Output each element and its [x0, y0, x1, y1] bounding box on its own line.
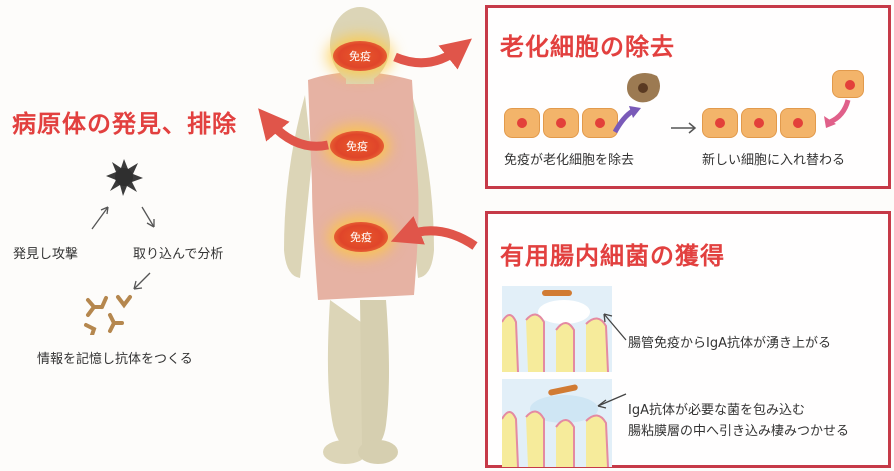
memory-antibody-label: 情報を記憶し抗体をつくる — [37, 348, 193, 367]
remove-senescent-caption: 免疫が老化細胞を除去 — [504, 149, 634, 168]
cell — [504, 108, 540, 138]
gut-bacteria-panel: 有用腸内細菌の獲得 腸管免疫からIgA抗体が湧き上がる IgA抗体が必要な菌を包… — [485, 211, 891, 468]
discover-attack-label: 発見し攻撃 — [13, 243, 78, 262]
replace-cells-caption: 新しい細胞に入れ替わる — [702, 149, 845, 168]
new-cell — [832, 70, 864, 98]
germ-icon — [106, 159, 143, 196]
iga-rise-caption: 腸管免疫からIgA抗体が湧き上がる — [628, 332, 831, 351]
cell — [702, 108, 738, 138]
arrow-to-senescent — [395, 48, 460, 63]
iga-colonize-caption: 腸粘膜層の中へ引き込み棲みつかせる — [628, 420, 849, 439]
cell — [543, 108, 579, 138]
antibody-icon — [86, 297, 130, 335]
arrow-to-pathogen — [268, 120, 328, 146]
cell — [741, 108, 777, 138]
pink-arrow-icon — [818, 96, 858, 136]
absorb-analyze-label: 取り込んで分析 — [133, 243, 223, 262]
senescent-cell-panel: 老化細胞の除去 免疫が老化細胞を除去 新しい細胞に入れ替わる — [485, 5, 891, 189]
gut-title: 有用腸内細菌の獲得 — [500, 236, 725, 271]
arrow-from-gut — [405, 231, 475, 246]
iga-wrap-caption: IgA抗体が必要な菌を包み込む — [628, 399, 805, 418]
senescent-title: 老化細胞の除去 — [500, 27, 675, 62]
cell — [780, 108, 816, 138]
pathogen-title: 病原体の発見、排除 — [12, 104, 237, 139]
